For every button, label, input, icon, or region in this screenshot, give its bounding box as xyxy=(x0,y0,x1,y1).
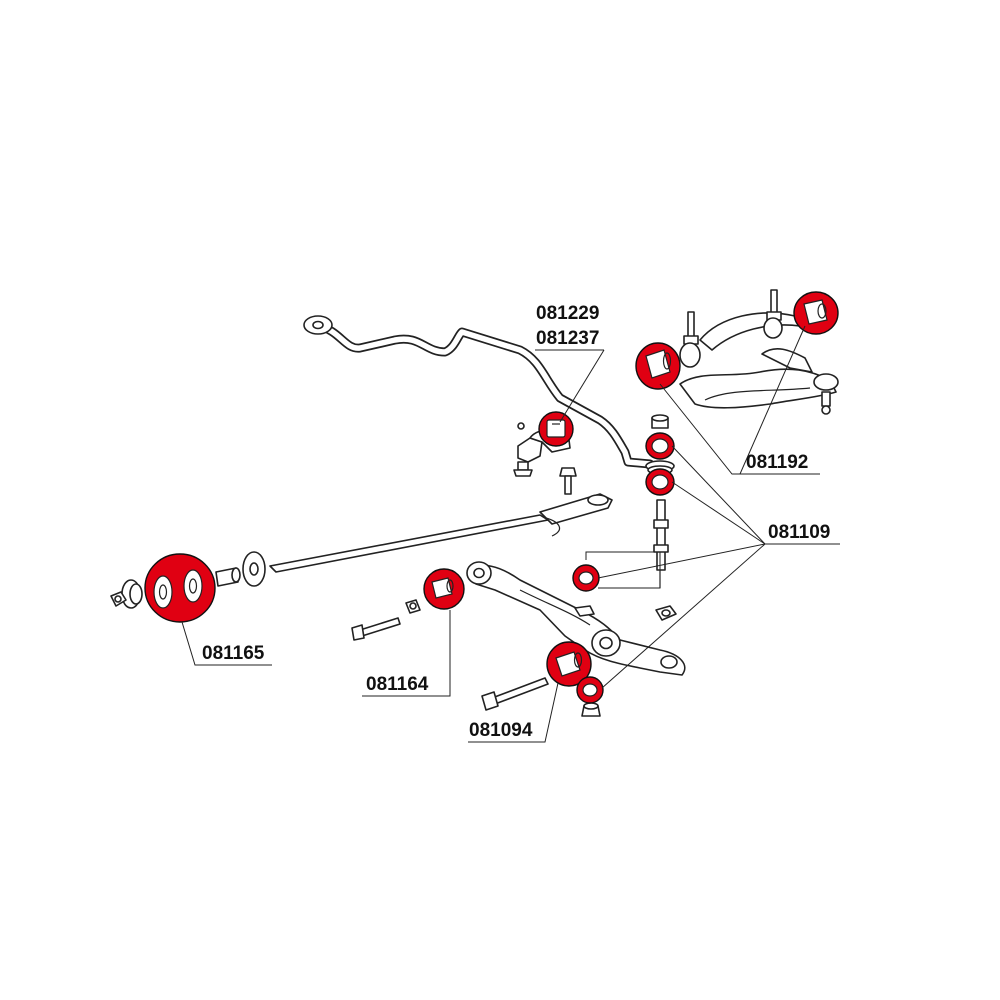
bushing-081109-mid xyxy=(645,468,675,496)
tension-rod xyxy=(269,493,613,573)
label-081192: 081192 xyxy=(746,452,809,473)
rod-cup xyxy=(121,579,143,609)
rod-nut xyxy=(110,591,127,607)
upper-arm-bolt-2 xyxy=(766,289,782,321)
upper-control-arm xyxy=(679,289,839,415)
lower-arm-bolt-front xyxy=(351,599,421,641)
lower-arm-small-nut xyxy=(574,605,677,621)
lower-arm-bolt-rear xyxy=(481,677,549,711)
bushing-081109-lower xyxy=(572,564,600,592)
ball-joint xyxy=(813,373,839,415)
label-081237: 081237 xyxy=(536,328,600,349)
bushing-081192-left xyxy=(635,342,681,390)
bushing-081109-top xyxy=(645,432,675,460)
lower-drop-link-stud xyxy=(581,702,601,717)
upper-arm-eye-right xyxy=(763,317,783,339)
label-081094: 081094 xyxy=(469,720,533,741)
upper-arm-bolt-1 xyxy=(683,311,699,345)
bushing-081109-bottom xyxy=(576,676,604,704)
lower-arm-nut xyxy=(655,605,677,621)
rod-end-parts xyxy=(110,551,266,609)
front-bolt-nut xyxy=(405,599,421,614)
bushing-081229-081237 xyxy=(538,411,574,447)
bracket-bolt xyxy=(513,461,533,477)
upper-arm-eye-left xyxy=(679,342,701,368)
bushing-081165 xyxy=(144,553,216,623)
label-081164: 081164 xyxy=(366,674,429,695)
label-081165: 081165 xyxy=(202,643,265,664)
bushing-081164 xyxy=(423,568,465,610)
leader-lines xyxy=(181,325,840,743)
rod-washer xyxy=(242,551,266,587)
lower-arm-rear-eye xyxy=(591,629,621,657)
bushing-081094 xyxy=(546,641,592,687)
lower-control-arm xyxy=(466,561,686,676)
label-081229: 081229 xyxy=(536,303,600,324)
lower-arm-front-eye xyxy=(466,561,492,585)
bracket-bolt-2 xyxy=(559,467,577,495)
rod-spacer xyxy=(215,567,241,587)
drop-link-top-nut xyxy=(651,414,669,429)
bar-end-eye xyxy=(303,315,333,335)
label-081109: 081109 xyxy=(768,522,831,543)
bushing-081192-right xyxy=(793,291,839,335)
